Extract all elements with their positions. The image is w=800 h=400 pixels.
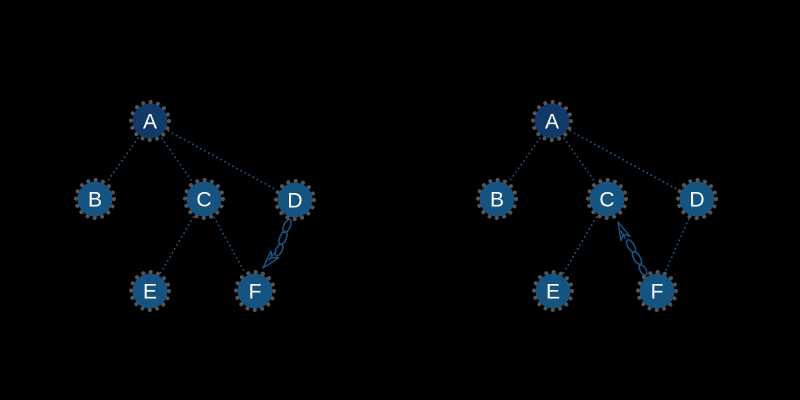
node-dotted-ring (129, 270, 171, 312)
node-disc (277, 182, 313, 218)
node-disc (479, 181, 515, 217)
arrow-head-stub (620, 230, 626, 239)
node-B: B (476, 178, 518, 220)
node-A: A (531, 100, 573, 142)
node-disc (535, 273, 571, 309)
node-label: F (249, 281, 262, 304)
node-label: C (196, 189, 211, 212)
node-D: D (676, 178, 718, 220)
node-disc (77, 181, 113, 217)
edge-D-F (664, 218, 690, 273)
edge-A-C (161, 137, 193, 183)
node-label: B (88, 189, 102, 212)
node-dotted-ring (234, 270, 276, 312)
edge-C-F (213, 216, 246, 274)
node-dotted-ring (274, 179, 316, 221)
node-dotted-ring (183, 178, 225, 220)
node-label: B (490, 189, 504, 212)
node-label: A (545, 111, 559, 134)
node-disc (589, 181, 625, 217)
node-label: F (651, 281, 664, 304)
arrow-dash-capsule (274, 243, 284, 257)
move-arrow-D-to-F (262, 218, 292, 269)
node-disc (132, 103, 168, 139)
left-tree: A B C D E F (74, 100, 316, 312)
node-F: F (234, 270, 276, 312)
edge-C-E (562, 216, 598, 274)
move-arrow-F-to-C (617, 221, 648, 276)
node-label: D (689, 189, 704, 212)
node-label: C (599, 189, 614, 212)
edge-A-B (106, 137, 139, 183)
right-tree-edges (508, 130, 690, 274)
node-label: D (287, 190, 302, 213)
node-dotted-ring (531, 100, 573, 142)
arrow-head-stub (268, 252, 275, 261)
node-dotted-ring (129, 100, 171, 142)
node-dotted-ring (74, 178, 116, 220)
node-dotted-ring (586, 178, 628, 220)
node-E: E (532, 270, 574, 312)
arrow-dash-capsule (625, 238, 637, 254)
node-dotted-ring (476, 178, 518, 220)
arrow-head-icon (262, 250, 280, 269)
node-B: B (74, 178, 116, 220)
node-C: C (183, 178, 225, 220)
left-tree-edges (106, 130, 278, 274)
node-label: E (143, 281, 157, 304)
node-D: D (274, 179, 316, 221)
arrow-dash-capsule (638, 264, 648, 276)
node-dotted-ring (676, 178, 718, 220)
node-C: C (586, 178, 628, 220)
node-disc (237, 273, 273, 309)
node-disc (534, 103, 570, 139)
node-dotted-ring (636, 270, 678, 312)
node-disc (186, 181, 222, 217)
node-disc (639, 273, 675, 309)
node-label: E (546, 281, 560, 304)
edge-C-E (159, 216, 195, 274)
edge-A-B (508, 137, 541, 183)
node-label: A (143, 111, 157, 134)
node-disc (679, 181, 715, 217)
node-E: E (129, 270, 171, 312)
edge-A-C (563, 137, 596, 183)
node-A: A (129, 100, 171, 142)
right-tree: A B C D E F (476, 100, 718, 312)
node-disc (132, 273, 168, 309)
node-dotted-ring (532, 270, 574, 312)
node-F: F (636, 270, 678, 312)
